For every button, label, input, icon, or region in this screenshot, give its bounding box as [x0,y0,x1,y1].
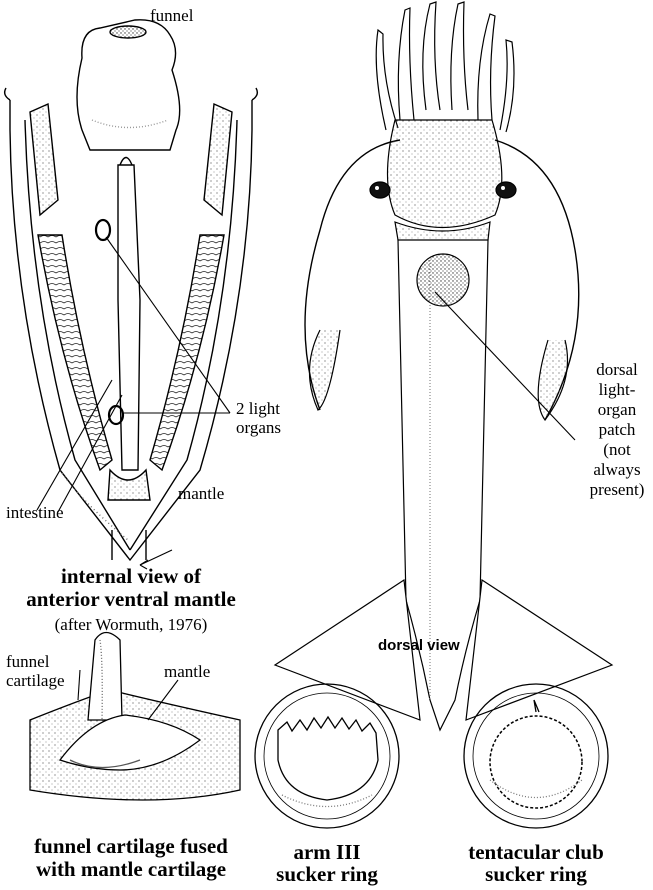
internal-view-credit: (after Wormuth, 1976) [0,615,262,635]
light-organs-label-line2: organs [236,418,281,437]
patch-label-line4: patch [582,420,652,439]
club-sucker-caption-line1: tentacular club [450,840,622,864]
mantle-label: mantle [178,484,224,503]
arm-sucker-caption-line1: arm III [257,840,397,864]
funnel-cartilage-label-line1: funnel [6,652,49,671]
patch-label-line3: organ [582,400,652,419]
patch-label-line6: always [582,460,652,479]
cartilage-drawing [30,633,240,801]
arm-sucker-caption-line2: sucker ring [257,862,397,886]
patch-label-line5: (not [582,440,652,459]
patch-label-line1: dorsal [582,360,652,379]
club-sucker-caption-line2: sucker ring [450,862,622,886]
patch-label-line7: present) [582,480,652,499]
internal-view-caption-line1: internal view of [0,564,262,588]
dorsal-squid-drawing [275,2,612,730]
cartilage-mantle-label: mantle [164,662,210,681]
internal-view-caption-line2: anterior ventral mantle [0,587,262,611]
funnel-label: funnel [150,6,193,25]
arm-sucker-ring-drawing [255,684,399,828]
funnel-cartilage-label-line2: cartilage [6,671,65,690]
patch-label-line2: light- [582,380,652,399]
cartilage-caption-line1: funnel cartilage fused [0,834,262,858]
light-organs-label-line1: 2 light [236,399,280,418]
dorsal-view-caption: dorsal view [378,637,460,654]
intestine-label: intestine [6,503,64,522]
cartilage-caption-line2: with mantle cartilage [0,857,262,881]
